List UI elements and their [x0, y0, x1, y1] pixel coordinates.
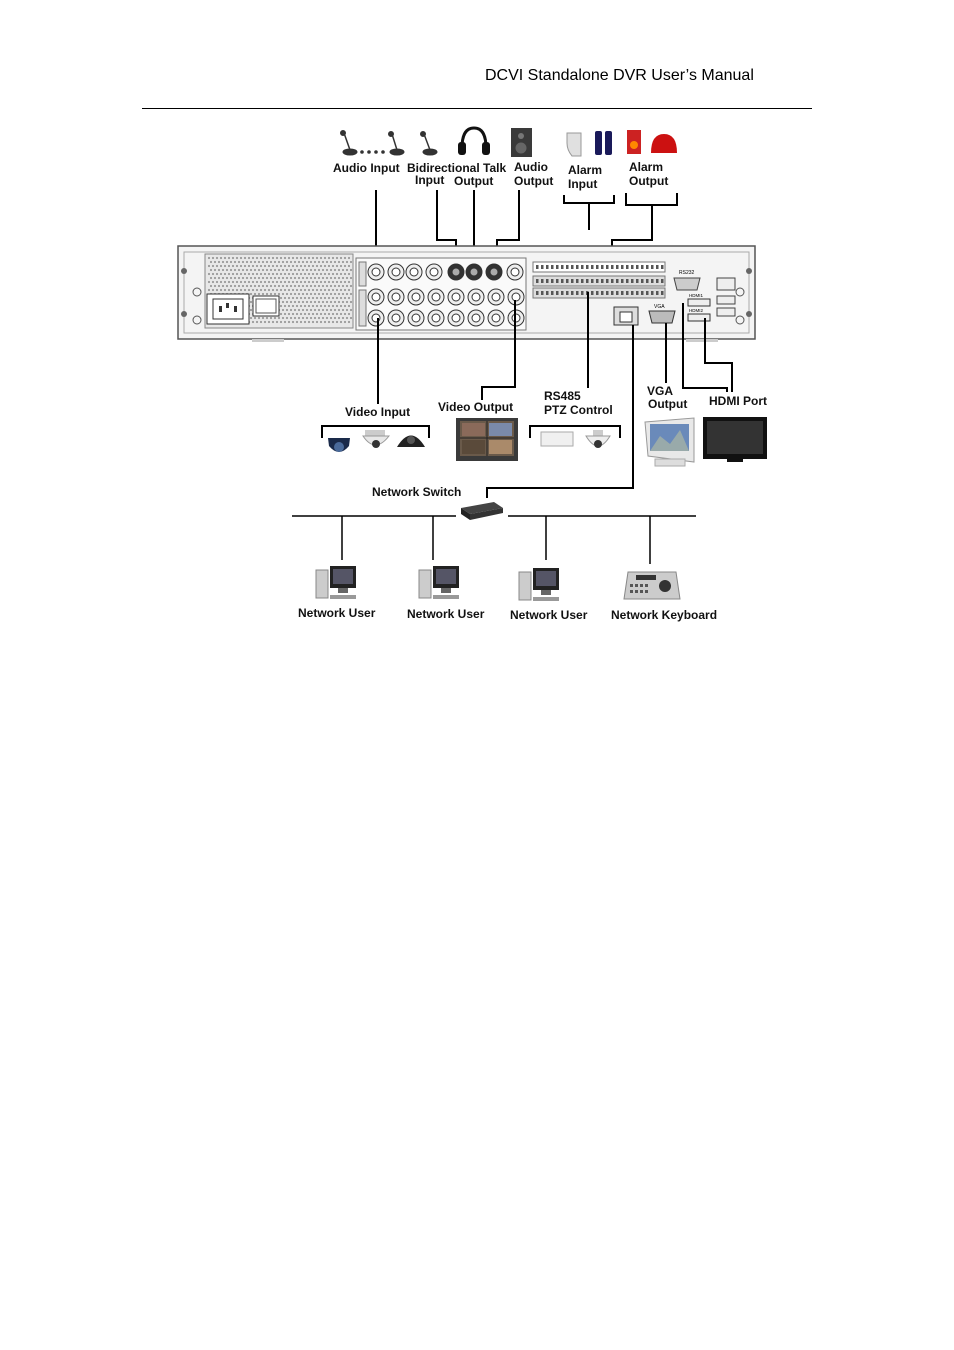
- label-video-input: Video Input: [345, 405, 410, 419]
- svg-text:RS232: RS232: [679, 270, 695, 276]
- label-audio-output-line2: Output: [514, 174, 553, 188]
- rs232-port: RS232: [673, 270, 701, 291]
- video-monitor-icon: [456, 418, 518, 461]
- label-bidirectional-talk: Bidirectional Talk: [407, 161, 506, 175]
- label-alarm-output-line1: Alarm: [629, 160, 663, 174]
- usb-ports: [716, 277, 736, 317]
- label-network-switch: Network Switch: [372, 485, 461, 499]
- bnc-connector: [427, 288, 445, 306]
- bnc-connector: [367, 288, 385, 306]
- label-network-keyboard: Network Keyboard: [611, 608, 717, 622]
- label-alarm-input-line2: Input: [568, 177, 597, 191]
- network-user-pc-2-icon: [418, 566, 459, 599]
- label-vga-output-line2: Output: [648, 397, 687, 411]
- bnc-connector: [367, 309, 385, 327]
- label-network-user-3: Network User: [510, 608, 588, 622]
- vga-monitor-icon: [644, 417, 695, 467]
- bnc-connector-area: [355, 257, 527, 331]
- talk-microphone-icon: [420, 131, 438, 156]
- bnc-connector: [367, 263, 385, 281]
- alarm-input-sensors-icon: [566, 131, 612, 157]
- headphones-icon: [458, 126, 490, 155]
- bnc-connector: [407, 288, 425, 306]
- bnc-connector: [387, 288, 405, 306]
- bnc-connector: [387, 263, 405, 281]
- network-keyboard-icon: [623, 571, 681, 600]
- network-user-pc-3-icon: [518, 568, 559, 601]
- label-alarm-output-line2: Output: [629, 174, 668, 188]
- label-hdmi-port: HDMI Port: [709, 394, 767, 408]
- panel-feet: [252, 339, 718, 342]
- bottom-labels: Video Input Video Output RS485 PTZ Contr…: [345, 384, 767, 499]
- network-switch-icon: [461, 502, 503, 520]
- label-network-user-1: Network User: [298, 606, 376, 620]
- bnc-connector: [425, 263, 443, 281]
- network-user-pc-1-icon: [315, 566, 356, 599]
- label-audio-output-line1: Audio: [514, 160, 548, 174]
- bottom-connector-lines: [321, 292, 733, 498]
- header-divider: [142, 108, 812, 109]
- bnc-connector: [387, 309, 405, 327]
- video-cameras-icon: [328, 430, 425, 452]
- label-vga-output-line1: VGA: [647, 384, 673, 398]
- bnc-connector: [467, 309, 485, 327]
- label-audio-input: Audio Input: [333, 161, 400, 175]
- alarm-output-siren-icon: [627, 130, 677, 154]
- bnc-connector: [407, 309, 425, 327]
- bnc-connector: [405, 263, 423, 281]
- svg-text:HDMI1: HDMI1: [689, 293, 703, 298]
- bnc-connector: [447, 263, 465, 281]
- page-header-title: DCVI Standalone DVR User’s Manual: [485, 67, 754, 84]
- ptz-decoder-and-camera-icon: [540, 430, 611, 448]
- bnc-connector: [467, 288, 485, 306]
- label-alarm-input-line1: Alarm: [568, 163, 602, 177]
- bnc-connector: [447, 309, 465, 327]
- network-bus-lines: [292, 515, 696, 564]
- label-talk-input: Input: [415, 173, 444, 187]
- top-labels: Audio Input Bidirectional Talk Input Out…: [333, 160, 668, 191]
- label-talk-output: Output: [454, 174, 493, 188]
- label-rs485-line1: RS485: [544, 389, 581, 403]
- speaker-icon: [511, 128, 532, 157]
- label-rs485-line2: PTZ Control: [544, 403, 613, 417]
- bnc-connector: [506, 263, 524, 281]
- alarm-terminal-blocks: [532, 261, 666, 299]
- audio-input-microphones-icon: [340, 130, 405, 156]
- label-video-output: Video Output: [438, 400, 513, 414]
- bnc-connector: [485, 263, 503, 281]
- bnc-connector: [465, 263, 483, 281]
- label-network-user-2: Network User: [407, 607, 485, 621]
- network-port: [613, 306, 639, 326]
- bnc-connector: [427, 309, 445, 327]
- svg-text:VGA: VGA: [654, 304, 665, 310]
- power-switch: [252, 295, 280, 317]
- power-socket: [206, 293, 250, 325]
- hdmi-tv-icon: [703, 417, 767, 462]
- bnc-connector: [447, 288, 465, 306]
- hdmi-ports: HDMI1 HDMI2: [687, 293, 711, 322]
- network-labels: Network User Network User Network User N…: [298, 606, 717, 622]
- bnc-connector: [487, 288, 505, 306]
- vga-port: VGA: [648, 304, 676, 324]
- dvr-connection-diagram: Audio Input Bidirectional Talk Input Out…: [177, 126, 767, 622]
- bnc-connector: [487, 309, 505, 327]
- svg-text:HDMI2: HDMI2: [689, 308, 703, 313]
